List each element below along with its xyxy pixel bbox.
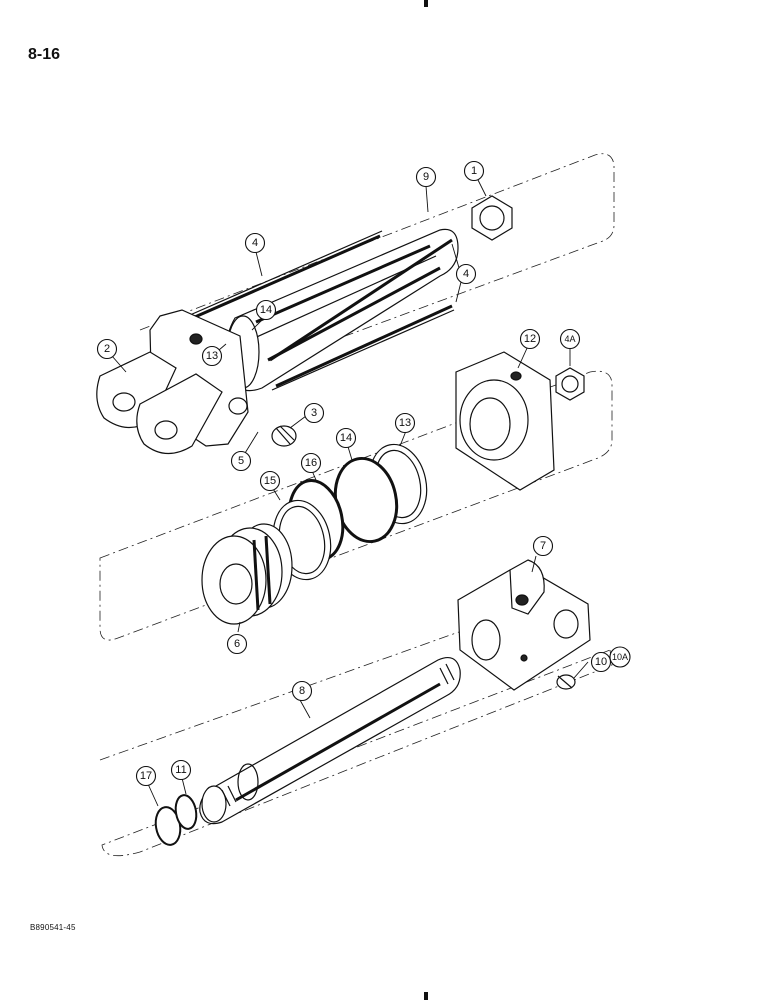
callout-10A: 10A (609, 646, 631, 668)
callout-14-mid: 14 (335, 427, 357, 449)
callout-17-label: 17 (140, 770, 152, 782)
callout-4-top-label: 4 (252, 237, 258, 249)
callout-4-right: 4 (455, 263, 477, 285)
group-outline-piston (99, 370, 613, 641)
callout-14-top: 14 (255, 299, 277, 321)
callout-8: 8 (291, 680, 313, 702)
group-outline-cylinder (139, 153, 615, 409)
snap-ring-11 (174, 794, 198, 830)
callout-10A-label: 10A (612, 652, 628, 662)
callout-2: 2 (96, 338, 118, 360)
callout-13-top-label: 13 (206, 350, 218, 362)
callout-11-label: 11 (175, 764, 186, 776)
callout-3-label: 3 (311, 407, 317, 419)
figure-code: B890541-45 (30, 923, 76, 932)
callout-10: 10 (590, 651, 612, 673)
callout-6: 6 (226, 633, 248, 655)
callout-2-label: 2 (104, 343, 110, 355)
callout-5-label: 5 (238, 455, 244, 467)
callout-14-top-label: 14 (260, 304, 272, 316)
clevis-end-cap (96, 309, 249, 455)
callout-14-mid-label: 14 (340, 432, 352, 444)
tie-rods (187, 230, 455, 391)
callout-12: 12 (519, 328, 541, 350)
callout-10-label: 10 (595, 656, 607, 668)
callout-15: 15 (259, 470, 281, 492)
callout-3: 3 (303, 402, 325, 424)
nut (471, 195, 513, 241)
set-screw (556, 674, 576, 690)
leader-lines (111, 179, 589, 807)
callout-13-mid-label: 13 (399, 417, 411, 429)
callout-9-label: 9 (423, 171, 429, 183)
callout-7-label: 7 (540, 540, 546, 552)
callout-5: 5 (230, 450, 252, 472)
callout-15-label: 15 (264, 475, 276, 487)
bottom-registration-mark (424, 992, 428, 1000)
callout-7: 7 (532, 535, 554, 557)
piston-rod (199, 657, 461, 825)
callout-4-right-label: 4 (463, 268, 469, 280)
callout-16-label: 16 (305, 457, 317, 469)
callout-4-top: 4 (244, 232, 266, 254)
callout-12-label: 12 (524, 333, 536, 345)
rod-end-cap (455, 351, 555, 491)
piston (201, 523, 293, 625)
rod-clevis (457, 559, 591, 691)
callout-8-label: 8 (299, 685, 305, 697)
callout-4A: 4A (559, 328, 581, 350)
callout-1-label: 1 (471, 165, 477, 177)
nut-4a (555, 367, 585, 401)
callout-9: 9 (415, 166, 437, 188)
port-plug (271, 425, 297, 447)
callout-1: 1 (463, 160, 485, 182)
callout-16: 16 (300, 452, 322, 474)
callout-13-mid: 13 (394, 412, 416, 434)
callout-11: 11 (170, 759, 192, 781)
group-outline-rod (99, 627, 613, 857)
callout-17: 17 (135, 765, 157, 787)
callout-4A-label: 4A (564, 334, 575, 344)
callout-13-top: 13 (201, 345, 223, 367)
top-registration-mark (424, 0, 428, 7)
callout-6-label: 6 (234, 638, 240, 650)
page-number: 8-16 (28, 46, 61, 63)
